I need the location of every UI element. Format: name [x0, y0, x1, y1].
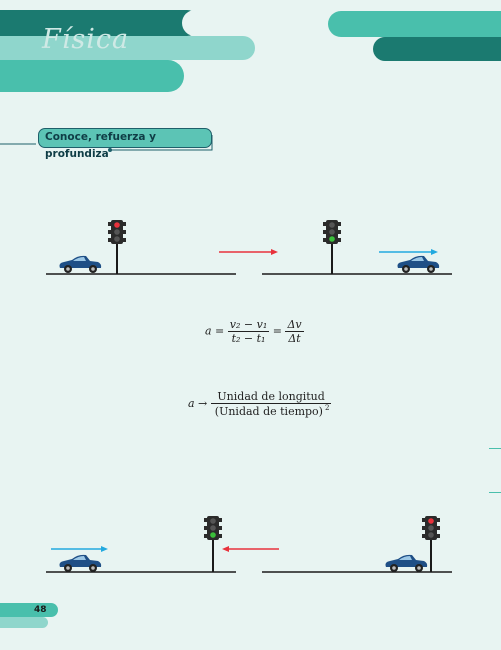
formula-units: a → Unidad de longitud (Unidad de tiempo…: [188, 390, 332, 418]
header-band-dark: [0, 10, 200, 36]
traffic-light-green-icon: [323, 220, 341, 274]
margin-mark: [489, 492, 501, 493]
formula-numerator-2: Δv: [285, 318, 304, 332]
traffic-light-red-icon: [422, 516, 440, 572]
car-icon: [59, 554, 102, 572]
formula-equals: =: [272, 324, 282, 338]
car-icon: [385, 554, 428, 572]
page-number-band: [0, 617, 48, 628]
page-number: 48: [0, 603, 58, 617]
arrow-icon: [219, 249, 278, 255]
formula-units-denominator: (Unidad de tiempo)2: [211, 404, 332, 418]
formula-denominator-1: t₂ − t₁: [231, 332, 266, 345]
formula-units-den-text: (Unidad de tiempo): [214, 404, 323, 418]
scene-bottom: [46, 516, 452, 573]
section-tag: Conoce, refuerza y profundiza: [38, 128, 212, 160]
car-icon: [59, 255, 102, 273]
traffic-light-red-icon: [108, 220, 126, 274]
margin-mark: [489, 448, 501, 449]
traffic-light-green-icon: [204, 516, 222, 572]
car-icon: [397, 255, 440, 273]
header-band-mid: [0, 60, 184, 92]
formula-units-numerator: Unidad de longitud: [210, 390, 332, 404]
formula-acceleration: a = v₂ − v₁ t₂ − t₁ = Δv Δt: [205, 318, 304, 345]
page-title: Física: [42, 24, 130, 55]
header-band-right-bottom: [373, 37, 501, 61]
formula-numerator-1: v₂ − v₁: [227, 318, 270, 332]
formula-units-lhs: a →: [188, 396, 208, 410]
header-band-light: [0, 36, 255, 60]
section-tag-line: [0, 135, 213, 152]
formula-fraction-2: Δv Δt: [285, 318, 304, 345]
header-band-white-notch: [182, 10, 222, 36]
header-band-right-top: [328, 11, 501, 37]
formula-units-exponent: 2: [324, 404, 330, 412]
arrow-icon: [51, 546, 108, 552]
arrow-icon: [222, 546, 279, 552]
formula-fraction-1: v₂ − v₁ t₂ − t₁: [227, 318, 270, 345]
formula-lhs: a =: [205, 324, 225, 338]
scene-top: [46, 220, 452, 275]
arrow-icon: [379, 249, 438, 255]
formula-denominator-2: Δt: [288, 332, 301, 345]
formula-units-fraction: Unidad de longitud (Unidad de tiempo)2: [210, 390, 332, 418]
